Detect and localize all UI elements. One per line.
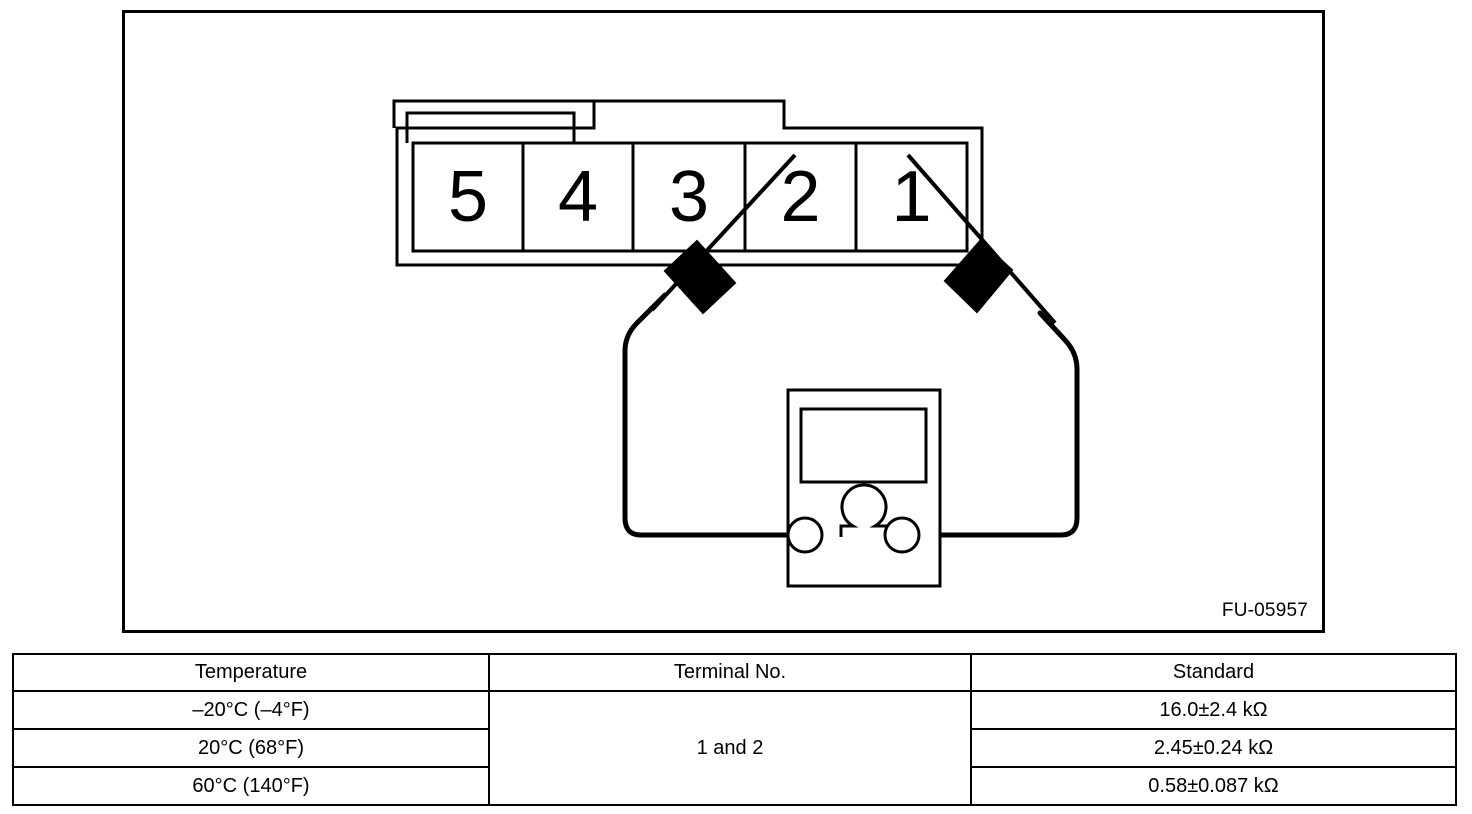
header-standard: Standard (970, 653, 1457, 692)
probe-to-pin-2 (650, 153, 797, 315)
cell-standard-1: 16.0±2.4 kΩ (970, 690, 1457, 730)
figure-caption: FU-05957 (1221, 600, 1308, 621)
probe-1-needle (906, 153, 1057, 325)
meter-right-jack (883, 516, 921, 554)
right-test-lead-wire (915, 310, 1080, 538)
probe-2-handle (663, 239, 737, 315)
specification-table: Temperature Terminal No. Standard –20°C … (12, 653, 1457, 806)
table-row: 60°C (140°F) 0.58±0.087 kΩ (12, 766, 1457, 806)
cell-standard-2: 2.45±0.24 kΩ (970, 728, 1457, 768)
omega-symbol (839, 483, 889, 537)
pin-label-5: 5 (447, 157, 489, 237)
header-terminal-no: Terminal No. (488, 653, 972, 692)
cell-temperature-2: 20°C (68°F) (12, 728, 490, 768)
table-header-row: Temperature Terminal No. Standard (12, 653, 1457, 692)
meter-left-jack (786, 516, 824, 554)
pin-label-4: 4 (557, 157, 599, 237)
header-temperature: Temperature (12, 653, 490, 692)
table-row: 20°C (68°F) 2.45±0.24 kΩ (12, 728, 1457, 768)
probe-to-pin-1 (906, 153, 1057, 325)
left-test-lead-wire (622, 292, 791, 538)
figure-panel: 5 4 3 2 1 FU-05957 (122, 10, 1325, 633)
table-row: –20°C (–4°F) 1 and 2 16.0±2.4 kΩ (12, 690, 1457, 806)
cell-standard-3: 0.58±0.087 kΩ (970, 766, 1457, 806)
cell-temperature-3: 60°C (140°F) (12, 766, 490, 806)
cell-temperature-1: –20°C (–4°F) (12, 690, 490, 730)
pin-label-1: 1 (891, 157, 932, 237)
cell-terminal-no: 1 and 2 (488, 690, 972, 806)
meter-display (799, 407, 928, 484)
pin-label-3: 3 (668, 157, 710, 237)
wiring-diagram-svg (392, 99, 1080, 588)
probe-1-handle (943, 239, 1014, 314)
connector-outer-shell (395, 99, 984, 267)
pin-label-2: 2 (780, 157, 821, 237)
